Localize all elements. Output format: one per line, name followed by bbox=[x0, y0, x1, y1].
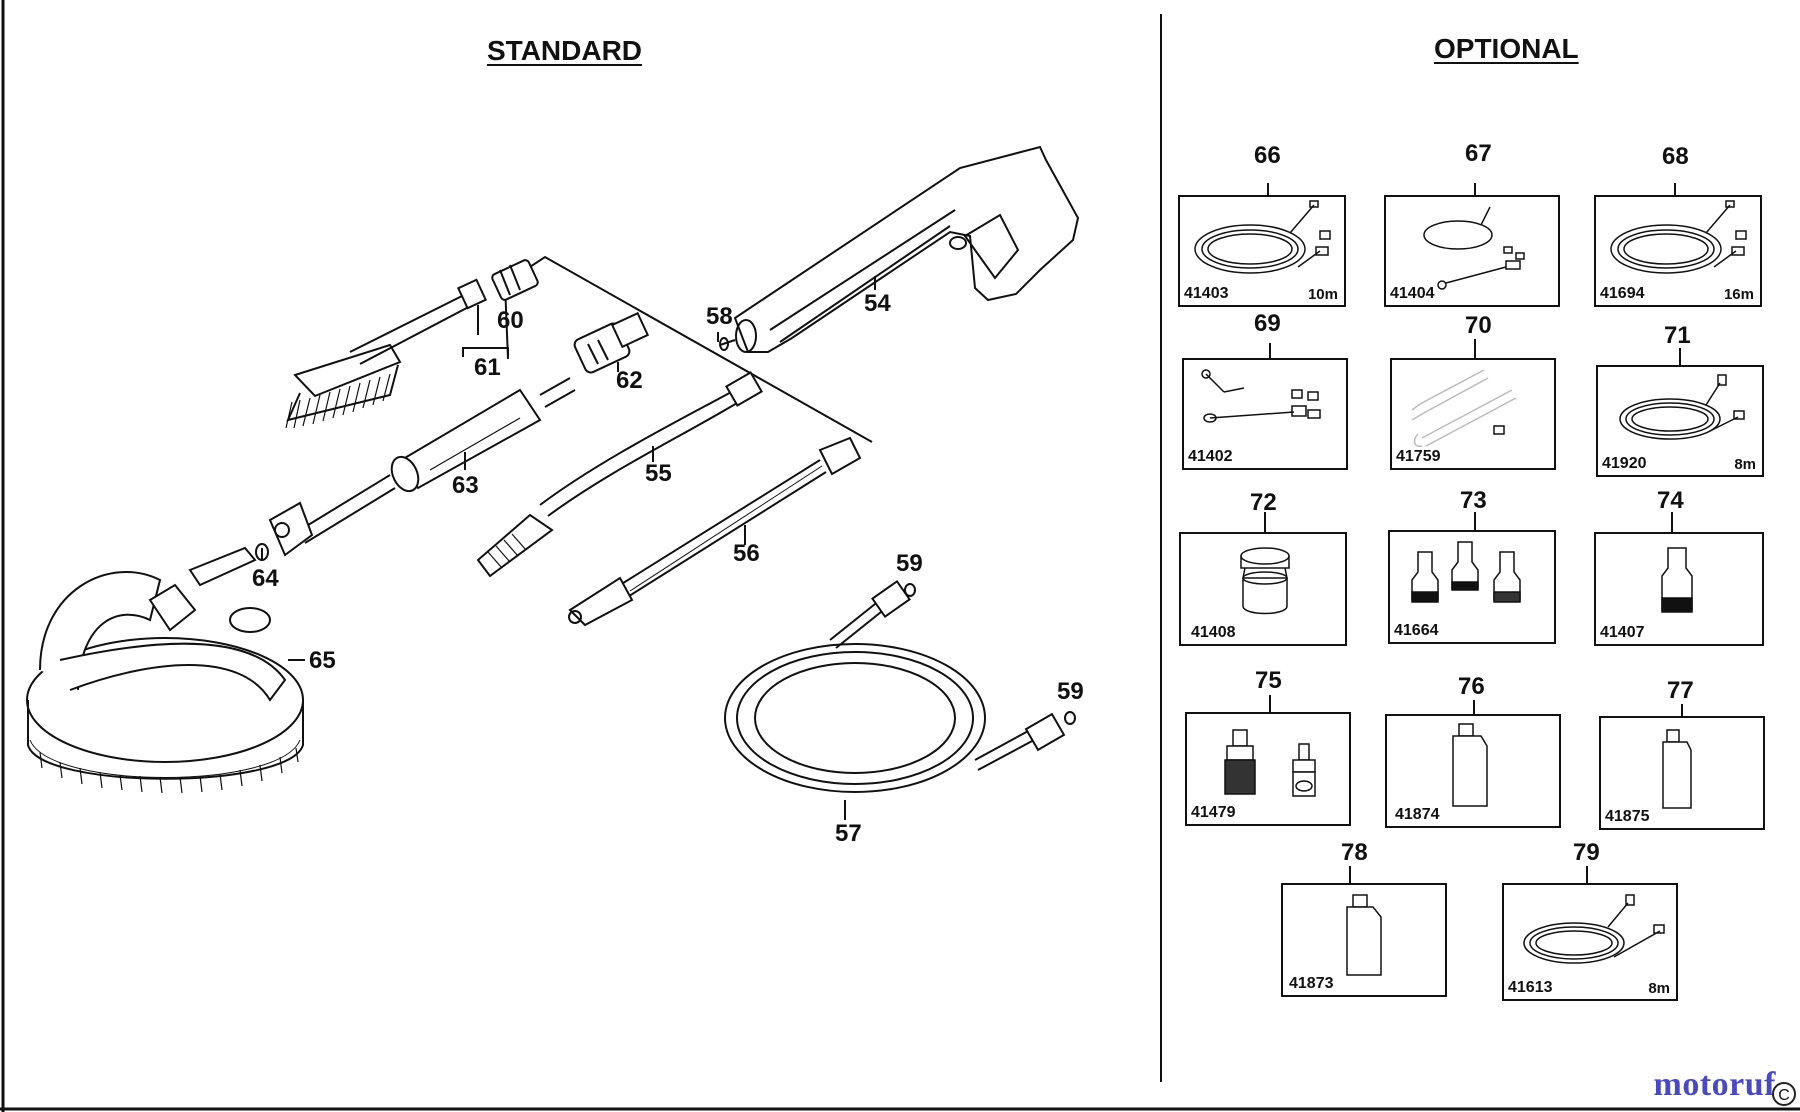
part-number-60: 60 bbox=[497, 307, 524, 334]
lance-drawing bbox=[476, 371, 763, 578]
optional-part-79-box[interactable]: 41613 8m bbox=[1502, 883, 1678, 1001]
part-code: 41920 bbox=[1602, 455, 1647, 472]
part-number-64: 64 bbox=[252, 565, 279, 592]
nozzle-icon bbox=[1661, 547, 1693, 613]
optional-number-76: 76 bbox=[1458, 673, 1485, 700]
optional-part-74-box[interactable]: 41407 bbox=[1594, 532, 1764, 646]
hose-length: 10m bbox=[1307, 286, 1338, 303]
adapter-icon bbox=[1240, 547, 1290, 615]
hose-coil-icon bbox=[1610, 200, 1747, 274]
optional-number-78: 78 bbox=[1341, 839, 1368, 866]
optional-number-69: 69 bbox=[1254, 310, 1281, 337]
optional-number-75: 75 bbox=[1255, 667, 1282, 694]
optional-part-68-box[interactable]: 41694 16m bbox=[1594, 195, 1762, 307]
optional-part-66-box[interactable]: 41403 10m bbox=[1178, 195, 1346, 307]
coupling-drawing bbox=[573, 311, 650, 374]
detergent-bottle-icon bbox=[1346, 894, 1382, 976]
optional-number-74: 74 bbox=[1657, 487, 1684, 514]
optional-part-72-box[interactable]: 41408 bbox=[1179, 532, 1347, 646]
part-number-58: 58 bbox=[706, 303, 733, 330]
part-code: 41407 bbox=[1600, 624, 1645, 641]
extension-tube-drawing bbox=[268, 377, 576, 557]
part-number-56: 56 bbox=[733, 540, 760, 567]
hose-length: 8m bbox=[1734, 456, 1756, 473]
hose-coil-icon bbox=[1194, 200, 1331, 274]
optional-part-73-box[interactable]: 41664 bbox=[1388, 530, 1556, 644]
optional-part-70-box[interactable]: 41759 bbox=[1390, 358, 1556, 470]
optional-part-67-box[interactable]: 41404 bbox=[1384, 195, 1560, 307]
hose-coil-icon bbox=[1619, 374, 1745, 440]
part-number-61: 61 bbox=[474, 354, 501, 381]
optional-number-67: 67 bbox=[1465, 140, 1492, 167]
part-code: 41759 bbox=[1396, 448, 1441, 465]
part-number-59-bottom: 59 bbox=[1057, 678, 1084, 705]
part-code: 41664 bbox=[1394, 622, 1439, 639]
optional-number-71: 71 bbox=[1664, 322, 1691, 349]
detergent-bottle-icon bbox=[1662, 729, 1692, 809]
turbo-lance-drawing bbox=[568, 436, 862, 627]
part-code: 41613 bbox=[1508, 979, 1553, 996]
brush-drawing bbox=[285, 259, 539, 429]
part-number-59-top: 59 bbox=[896, 550, 923, 577]
optional-number-66: 66 bbox=[1254, 142, 1281, 169]
part-code: 41873 bbox=[1289, 975, 1334, 992]
part-code: 41403 bbox=[1184, 285, 1229, 302]
part-code: 41874 bbox=[1395, 806, 1440, 823]
part-code: 41875 bbox=[1605, 808, 1650, 825]
optional-part-71-box[interactable]: 41920 8m bbox=[1596, 365, 1764, 477]
optional-part-77-box[interactable]: 41875 bbox=[1599, 716, 1765, 830]
part-number-63: 63 bbox=[452, 472, 479, 499]
hose-length: 8m bbox=[1648, 980, 1670, 997]
nozzle-set-icon bbox=[1411, 541, 1521, 603]
angled-lance-icon bbox=[1201, 369, 1321, 423]
optional-part-69-box[interactable]: 41402 bbox=[1182, 358, 1348, 470]
part-code: 41402 bbox=[1188, 448, 1233, 465]
part-number-54: 54 bbox=[864, 290, 891, 317]
drain-cleaner-icon bbox=[1423, 206, 1525, 290]
hose-coil-icon bbox=[1523, 894, 1665, 964]
optional-number-79: 79 bbox=[1573, 839, 1600, 866]
part-number-55: 55 bbox=[645, 460, 672, 487]
optional-heading: OPTIONAL bbox=[1434, 33, 1579, 64]
optional-part-76-box[interactable]: 41874 bbox=[1385, 714, 1561, 828]
patio-cleaner-drawing bbox=[26, 543, 304, 794]
standard-heading: STANDARD bbox=[487, 35, 643, 66]
optional-part-78-box[interactable]: 41873 bbox=[1281, 883, 1447, 997]
optional-part-75-box[interactable]: 41479 bbox=[1185, 712, 1351, 826]
optional-number-77: 77 bbox=[1667, 677, 1694, 704]
watermark-logo: motoruf bbox=[1653, 1066, 1776, 1103]
hose-drawing bbox=[724, 579, 1076, 793]
part-number-57: 57 bbox=[835, 820, 862, 847]
watermark-mark: C bbox=[1772, 1082, 1796, 1106]
part-code: 41694 bbox=[1600, 285, 1645, 302]
part-number-65: 65 bbox=[309, 647, 336, 674]
optional-number-70: 70 bbox=[1465, 312, 1492, 339]
spray-gun-drawing bbox=[719, 145, 1080, 353]
part-number-62: 62 bbox=[616, 367, 643, 394]
detergent-bottle-icon bbox=[1452, 723, 1488, 807]
optional-number-72: 72 bbox=[1250, 489, 1277, 516]
part-code: 41479 bbox=[1191, 804, 1236, 821]
part-code: 41408 bbox=[1191, 624, 1236, 641]
gutter-lance-icon bbox=[1411, 369, 1517, 448]
optional-number-73: 73 bbox=[1460, 487, 1487, 514]
part-code: 41404 bbox=[1390, 285, 1435, 302]
optional-number-68: 68 bbox=[1662, 143, 1689, 170]
quick-coupling-icon bbox=[1224, 729, 1316, 797]
hose-length: 16m bbox=[1723, 286, 1754, 303]
